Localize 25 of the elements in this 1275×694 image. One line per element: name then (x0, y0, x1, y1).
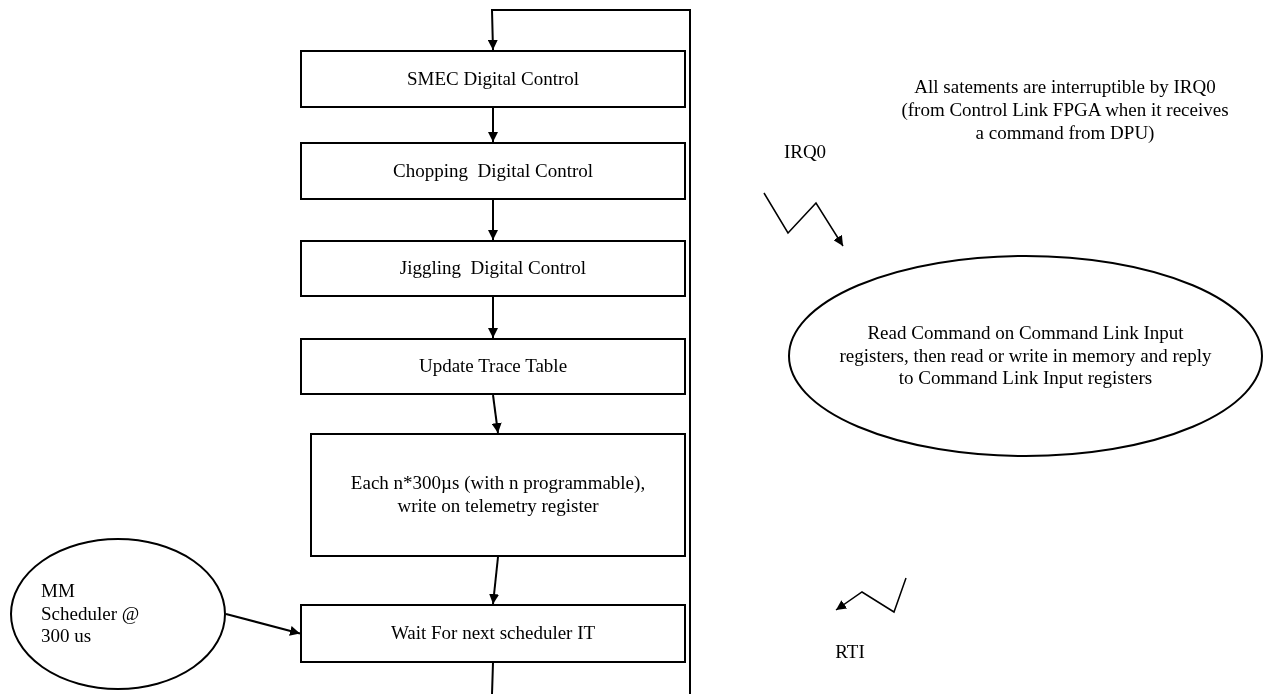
process-box (300, 142, 686, 200)
note-text: All satements are interruptible by IRQ0 (from Control Link FPGA when it receives a command from DPU) (900, 76, 1230, 145)
node-text: Chopping Digital Control (393, 159, 593, 183)
arrow (491, 394, 502, 434)
process-box (300, 338, 686, 395)
process-box (300, 240, 686, 297)
process-box (310, 433, 686, 557)
arrow (489, 556, 500, 605)
arrow (487, 9, 691, 694)
connector-line (491, 662, 494, 694)
signal-label: IRQ0 (782, 141, 828, 164)
node-text: Jiggling Digital Control (399, 257, 587, 280)
process-box (300, 604, 686, 663)
signal-label: RTI (834, 641, 866, 664)
node-text: Wait For next scheduler IT (390, 622, 596, 645)
arrow (488, 107, 498, 143)
process-box (300, 50, 686, 108)
arrow (488, 199, 498, 241)
node-text: Update Trace Table (418, 355, 568, 378)
node-text: Read Command on Command Link Input registers, then read or write in memory and reply to Command Link Input registers (838, 321, 1213, 391)
arrow (225, 613, 301, 636)
node-text: Each n*300µs (with n programmable), write on telemetry register (349, 472, 647, 518)
node-text: MM Scheduler @ 300 us (41, 579, 141, 649)
arrow (488, 296, 498, 339)
node-text: SMEC Digital Control (406, 67, 580, 91)
